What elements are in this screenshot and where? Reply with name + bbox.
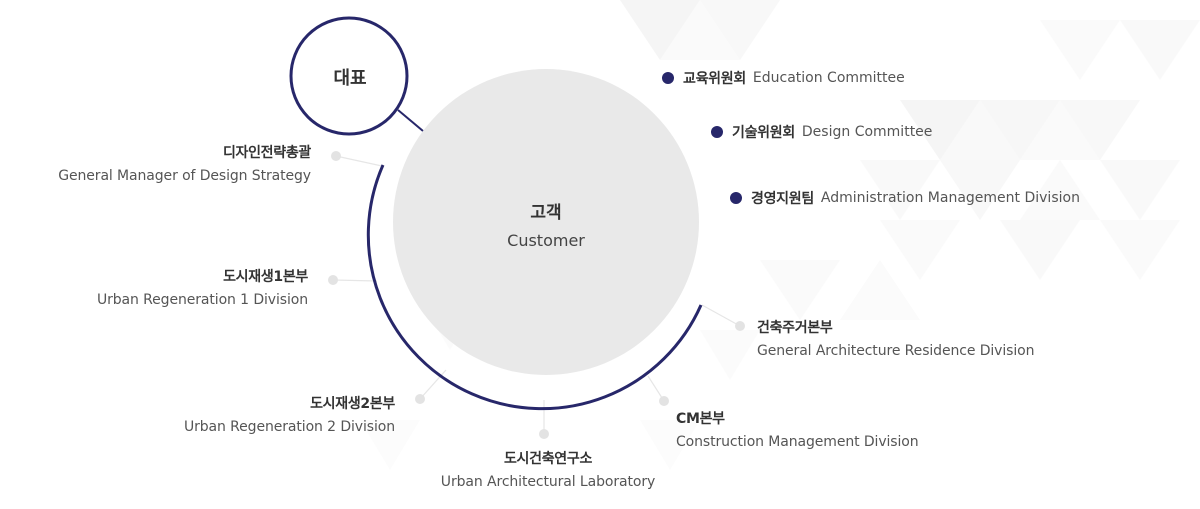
ceo-circle — [289, 16, 409, 136]
division-urban-laboratory-en: Urban Architectural Laboratory — [440, 474, 656, 490]
committee-administration-ko: 경영지원팀 — [751, 191, 814, 207]
division-residence-en: General Architecture Residence Division — [757, 343, 1035, 359]
committee-administration-en: Administration Management Division — [820, 190, 1080, 206]
division-urban-regeneration-1-ko: 도시재생1본부 — [223, 269, 308, 285]
committee-education-en: Education Committee — [752, 70, 905, 86]
division-cm-en: Construction Management Division — [676, 434, 919, 450]
committee-education-ko: 교육위원회 — [683, 71, 746, 87]
customer-label-ko: 고객 — [530, 203, 562, 223]
division-cm-ko: CM본부 — [676, 411, 725, 427]
division-design-strategy: 디자인전략총괄 General Manager of Design Strate… — [58, 146, 311, 183]
committee-design-ko: 기술위원회 — [732, 125, 795, 141]
customer-orbit-arc — [366, 164, 703, 411]
connector-urban-regeneration-2 — [419, 369, 447, 400]
division-design-strategy-ko: 디자인전략총괄 — [222, 145, 311, 161]
division-residence-ko: 건축주거본부 — [757, 320, 833, 336]
division-urban-laboratory: 도시건축연구소 Urban Architectural Laboratory — [424, 452, 672, 489]
committee-design: 기술위원회 Design Committee — [711, 122, 932, 142]
node-dot-design-strategy — [331, 151, 341, 161]
bullet-dot — [730, 192, 742, 204]
committee-education: 교육위원회 Education Committee — [662, 68, 905, 88]
node-dot-cm-division — [659, 396, 669, 406]
division-urban-regeneration-2: 도시재생2본부 Urban Regeneration 2 Division — [184, 397, 395, 434]
division-urban-regeneration-1-en: Urban Regeneration 1 Division — [96, 292, 308, 308]
committee-administration: 경영지원팀 Administration Management Division — [730, 188, 1080, 208]
node-dot-urban-regeneration-2 — [415, 394, 425, 404]
ceo-label: 대표 — [333, 68, 367, 89]
division-urban-regeneration-2-ko: 도시재생2본부 — [310, 396, 395, 412]
customer-label-en: Customer — [507, 231, 585, 250]
division-urban-laboratory-ko: 도시건축연구소 — [503, 451, 593, 467]
node-dot-urban-laboratory — [539, 429, 549, 439]
connector-ceo — [397, 109, 424, 132]
division-urban-regeneration-1: 도시재생1본부 Urban Regeneration 1 Division — [97, 270, 308, 307]
node-dot-urban-regeneration-1 — [328, 275, 338, 285]
customer-label: 고객 Customer — [440, 198, 652, 250]
customer-circle — [393, 69, 699, 375]
committee-design-en: Design Committee — [801, 124, 933, 140]
connector-design-strategy — [335, 155, 383, 167]
division-urban-regeneration-2-en: Urban Regeneration 2 Division — [183, 419, 395, 435]
division-design-strategy-en: General Manager of Design Strategy — [58, 168, 311, 184]
node-dot-residence-division — [735, 321, 745, 331]
division-residence: 건축주거본부 General Architecture Residence Di… — [757, 321, 1034, 358]
bullet-dot — [662, 72, 674, 84]
connector-urban-regeneration-1 — [332, 279, 378, 282]
connector-residence-division — [701, 304, 741, 327]
division-cm: CM본부 Construction Management Division — [676, 412, 919, 449]
bullet-dot — [711, 126, 723, 138]
